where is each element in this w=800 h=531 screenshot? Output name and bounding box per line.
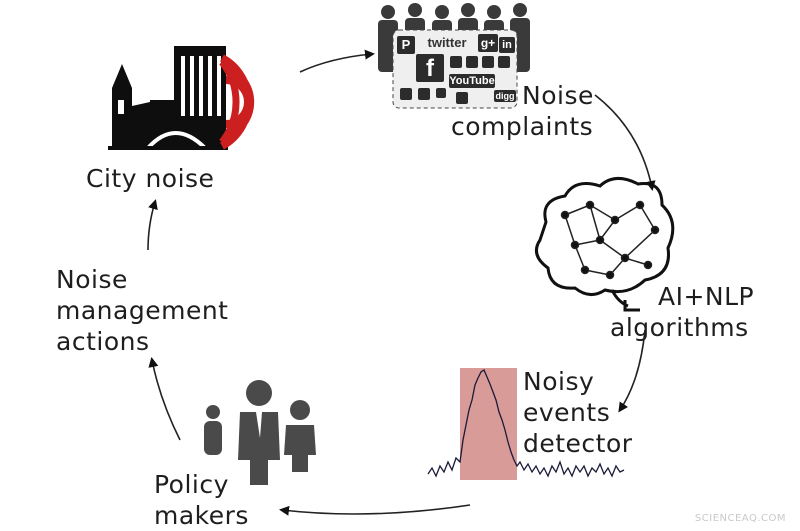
small-icon-5 xyxy=(400,88,412,100)
noise-management-line-3: actions xyxy=(56,327,150,356)
detected-event-highlight xyxy=(460,368,517,480)
noise-complaints-line-1: Noise xyxy=(522,81,594,110)
policy-makers-icon xyxy=(204,380,316,485)
small-icon-1 xyxy=(450,56,462,68)
noisy-events-line-2: events xyxy=(523,398,611,427)
googleplus-icon: g+ xyxy=(478,34,498,52)
arrow-policy-to-management xyxy=(148,357,181,441)
noisy-events-line-1: Noisy xyxy=(523,367,595,396)
city-noise-label: City noise xyxy=(86,163,214,194)
city-icon xyxy=(108,46,228,150)
arrow-detector-to-policy xyxy=(279,504,471,516)
brain-icon xyxy=(534,177,675,312)
watermark: SCIENCEAQ.COM xyxy=(694,513,786,524)
facebook-icon: f xyxy=(416,54,444,82)
noise-management-line-1: Noise xyxy=(56,265,128,294)
arrow-complaints-to-ai xyxy=(594,94,656,191)
small-icon-6 xyxy=(418,88,430,100)
policy-makers-label: Policy makers xyxy=(154,469,249,531)
noise-complaints-label: Noise complaints xyxy=(451,80,594,142)
policy-makers-line-1: Policy xyxy=(154,470,229,499)
digg-icon: digg xyxy=(494,90,516,102)
arrow-management-to-city xyxy=(147,199,158,251)
noisy-events-label: Noisy events detector xyxy=(523,366,633,459)
city-noise-text: City noise xyxy=(86,164,215,193)
small-icon-7 xyxy=(436,88,446,98)
noise-signal-trace xyxy=(427,369,625,478)
arrow-city-to-complaints xyxy=(299,49,375,73)
youtube-icon: YouTube xyxy=(449,74,495,88)
ai-nlp-label: AI+NLP algorithms xyxy=(610,281,754,343)
noise-complaints-line-2: complaints xyxy=(451,112,594,141)
noise-management-label: Noise management actions xyxy=(56,264,228,357)
small-icon-4 xyxy=(498,56,510,68)
arrow-ai-to-detector xyxy=(618,329,646,413)
sound-waves-icon xyxy=(219,54,255,150)
brain-network xyxy=(560,200,660,280)
linkedin-icon: in xyxy=(499,37,515,53)
policy-makers-line-2: makers xyxy=(154,501,249,530)
small-icon-3 xyxy=(482,56,494,68)
ai-nlp-line-1: AI+NLP xyxy=(658,282,755,311)
pinterest-icon: P xyxy=(397,36,415,54)
twitter-icon: twitter xyxy=(427,35,467,50)
noisy-events-line-3: detector xyxy=(523,429,633,458)
small-icon-2 xyxy=(466,56,478,68)
ai-nlp-line-2: algorithms xyxy=(610,313,749,342)
noise-management-line-2: management xyxy=(56,296,229,325)
small-icon-8 xyxy=(456,92,468,104)
